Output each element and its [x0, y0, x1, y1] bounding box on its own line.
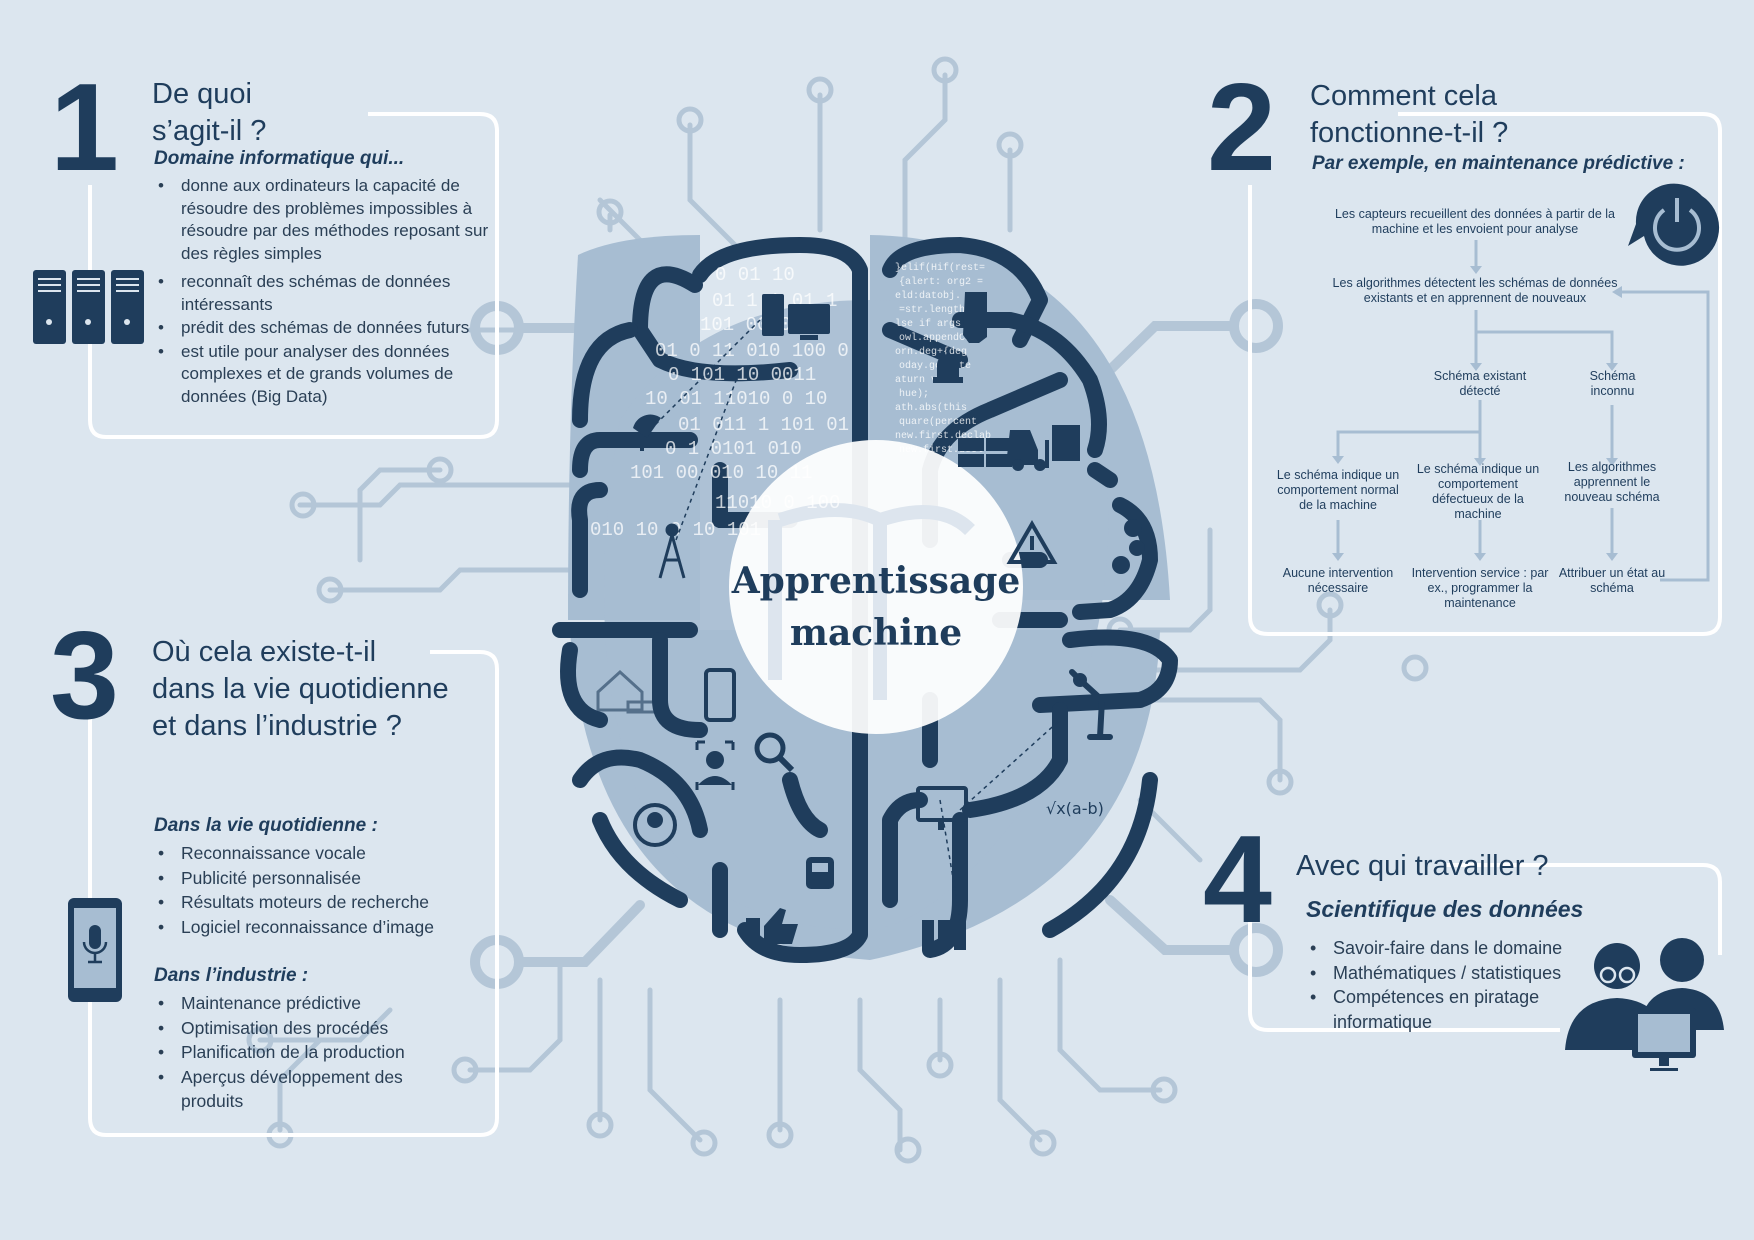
panel-outlines — [88, 112, 1722, 1137]
flow-service-intervention: Intervention service : par ex., programm… — [1411, 566, 1549, 610]
antenna-tower-icon — [658, 523, 686, 579]
list-item: Maintenance prédictive — [154, 991, 464, 1016]
list-item: prédit des schémas de données futurs — [154, 317, 499, 340]
binary-line: 01 011 1 101 01 — [678, 414, 849, 436]
section-2-number: 2 — [1207, 59, 1276, 197]
list-item: Logiciel reconnaissance d’image — [154, 915, 484, 940]
server-rack-icon — [958, 438, 1012, 467]
list-item: reconnaît des schémas de données intéres… — [154, 271, 499, 316]
section-2-title: Comment cela fonctionne-t-il ? — [1310, 78, 1508, 152]
servers-icon — [922, 920, 966, 950]
section-3-title-line2: dans la vie quotidienne — [152, 673, 449, 705]
list-item: Résultats moteurs de recherche — [154, 890, 484, 915]
gears-icon — [1112, 519, 1145, 574]
binary-line: 0 101 10 0011 — [668, 364, 816, 386]
code-line: {alert: org2 = — [899, 276, 983, 288]
flow-sensors: Les capteurs recueillent des données à p… — [1334, 207, 1616, 236]
flow-unknown-pattern: Schéma inconnu — [1589, 369, 1636, 398]
train-icon — [806, 857, 834, 889]
smartphone-microphone-icon — [68, 898, 122, 1002]
code-line: orn.deg+{deg — [895, 346, 967, 358]
code-line: =str.length; — [899, 304, 971, 316]
personalized-ad-icon — [633, 803, 677, 847]
daily-life-label: Dans la vie quotidienne : — [154, 815, 378, 836]
power-speech-bubble-icon — [1628, 183, 1720, 266]
alarm-light-icon — [933, 354, 963, 383]
flow-assign-state: Attribuer un état au schéma — [1558, 566, 1666, 595]
section-4-title: Avec qui travailler ? — [1296, 850, 1549, 882]
section-3-title: Où cela existe-t-il dans la vie quotidie… — [152, 634, 449, 745]
house-car-icon — [596, 669, 666, 714]
search-icon — [754, 732, 795, 773]
server-towers-icon — [33, 270, 144, 344]
flow-arrowheads — [1332, 266, 1622, 561]
center-title: Apprentissage machine — [726, 555, 1026, 659]
flow-faulty-behavior: Le schéma indique un comportement défect… — [1416, 462, 1540, 521]
forklift-icon — [1006, 425, 1080, 471]
robot-arm-icon — [1069, 669, 1113, 740]
binary-line: 0 01 10 — [715, 264, 795, 286]
section-4-number: 4 — [1203, 811, 1272, 949]
list-item: Reconnaissance vocale — [154, 841, 484, 866]
data-scientists-icon — [1565, 938, 1724, 1071]
binary-line: 01 0 11 010 100 0 — [655, 340, 849, 362]
glove-icon — [963, 292, 987, 343]
binary-line: 10 01 11010 0 10 — [645, 388, 827, 410]
code-line: eld:datobj. — [895, 290, 961, 302]
list-item: Compétences en piratage informatique — [1306, 985, 1586, 1034]
section-4-bullets: Savoir-faire dans le domaineMathématique… — [1306, 936, 1586, 1034]
section-2-title-line1: Comment cela — [1310, 80, 1497, 112]
flow-learn-pattern: Les algorithmes apprennent le nouveau sc… — [1564, 460, 1660, 504]
list-item: donne aux ordinateurs la capacité de rés… — [154, 175, 499, 265]
section-3-title-line3: et dans l’industrie ? — [152, 710, 402, 742]
section-2-subtitle: Par exemple, en maintenance prédictive : — [1312, 153, 1685, 174]
industry-label: Dans l’industrie : — [154, 965, 309, 986]
brain-icons — [596, 292, 1145, 950]
section-1-title-line2: s’agit-il ? — [152, 115, 267, 147]
daily-life-bullets: Reconnaissance vocalePublicité personnal… — [154, 841, 484, 939]
section-1-bullets: donne aux ordinateurs la capacité de rés… — [154, 175, 499, 408]
list-item: Planification de la production — [154, 1040, 464, 1065]
list-item: Optimisation des procédés — [154, 1016, 464, 1041]
sqrt-formula: √x(a-b) — [1046, 799, 1104, 818]
code-line: quare(percent — [899, 416, 977, 428]
flow-normal-behavior: Le schéma indique un comportement normal… — [1276, 468, 1400, 512]
thumbs-up-icon — [746, 908, 798, 944]
section-1-title-line1: De quoi — [152, 78, 252, 110]
flow-arrows — [1336, 240, 1710, 582]
center-title-line2: machine — [789, 612, 963, 654]
section-4-subtitle: Scientifique des données — [1306, 896, 1584, 922]
binary-line: 11010 0 100 — [715, 492, 840, 514]
satellite-dish-icon — [633, 414, 661, 451]
binary-line: 0 1 0101 010 — [665, 438, 802, 460]
code-line: lse if args = — [895, 318, 973, 330]
list-item: Savoir-faire dans le domaine — [1306, 936, 1586, 961]
section-2-title-line2: fonctionne-t-il ? — [1310, 117, 1509, 149]
computer-icon — [762, 294, 830, 340]
list-item: est utile pour analyser des données comp… — [154, 341, 499, 409]
list-item: Publicité personnalisée — [154, 866, 484, 891]
binary-line: 101 00 010 10 11 — [630, 462, 812, 484]
code-line: owl.appendCh — [899, 332, 971, 344]
list-item: Mathématiques / statistiques — [1306, 961, 1586, 986]
center-title-line1: Apprentissage — [731, 560, 1021, 602]
section-3-title-line1: Où cela existe-t-il — [152, 636, 377, 668]
code-line: oday.getDate — [899, 360, 971, 372]
industry-bullets: Maintenance prédictiveOptimisation des p… — [154, 991, 464, 1114]
code-line: ath.abs(this — [895, 402, 967, 414]
section-1-subtitle: Domaine informatique qui... — [154, 148, 405, 169]
flow-no-action: Aucune intervention nécessaire — [1282, 566, 1394, 595]
phone-icon — [704, 668, 736, 722]
list-item: Aperçus développement des produits — [154, 1065, 464, 1114]
section-1-number: 1 — [50, 59, 119, 197]
code-line: hue); — [899, 388, 929, 400]
flow-existing-pattern: Schéma existant détecté — [1433, 369, 1527, 398]
flow-algorithms: Les algorithmes détectent les schémas de… — [1332, 276, 1618, 305]
code-line: }elif(Hif(rest= — [895, 262, 985, 274]
face-recognition-icon — [695, 740, 735, 790]
warning-icon — [1006, 520, 1058, 564]
section-3-number: 3 — [50, 607, 119, 745]
section-1-title: De quoi s’agit-il ? — [152, 76, 266, 150]
